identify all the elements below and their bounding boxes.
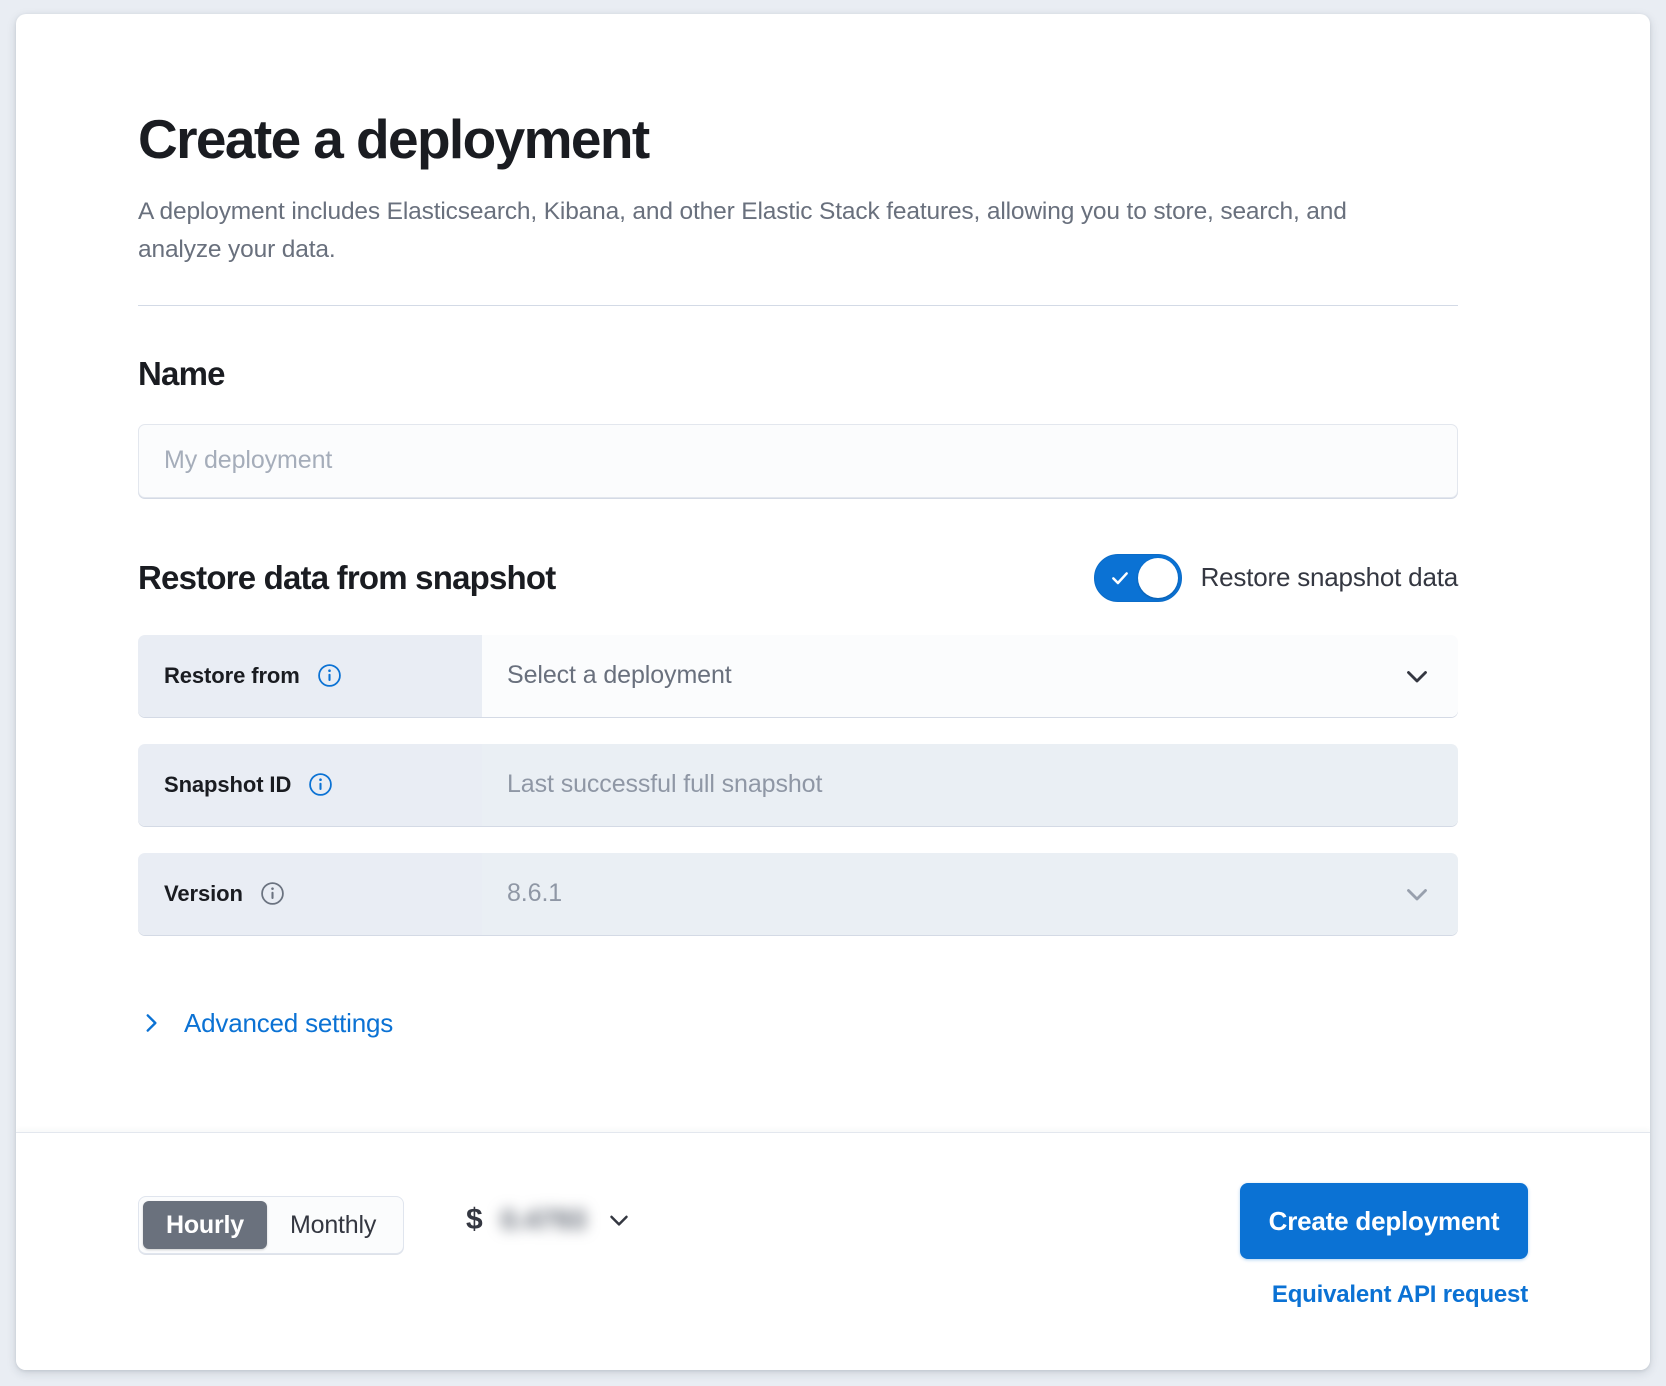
version-value: 8.6.1 [507,879,563,908]
chevron-down-icon[interactable] [604,1205,634,1235]
restore-from-row: Restore from Select a deployment [138,634,1458,717]
equivalent-api-request-link[interactable]: Equivalent API request [1271,1281,1528,1308]
snapshot-id-label-cell: Snapshot ID [138,743,482,826]
toggle-knob [1137,557,1178,598]
snapshot-id-label: Snapshot ID [164,771,292,797]
info-icon[interactable] [317,663,342,688]
page-subtitle: A deployment includes Elasticsearch, Kib… [138,198,1347,263]
restore-heading: Restore data from snapshot [138,558,556,596]
restore-toggle-group[interactable]: Restore snapshot data [1093,553,1459,602]
footer-bar: Hourly Monthly $ 0.4793 Create deploymen… [16,1132,1650,1370]
version-label: Version [164,880,243,906]
restore-snapshot-toggle[interactable] [1093,553,1182,602]
info-icon[interactable] [308,772,333,797]
restore-from-value: Select a deployment [507,661,732,690]
billing-option-monthly[interactable]: Monthly [289,1210,377,1239]
restore-from-label: Restore from [164,662,300,688]
page-title: Create a deployment [138,108,650,170]
restore-toggle-label: Restore snapshot data [1200,562,1459,593]
check-icon [1111,572,1128,585]
billing-option-hourly[interactable]: Hourly [143,1201,267,1249]
info-icon[interactable] [260,881,285,906]
snapshot-id-placeholder: Last successful full snapshot [507,770,823,799]
version-row: Version 8.6.1 [138,852,1458,935]
chevron-down-icon[interactable] [1400,659,1434,693]
restore-from-label-cell: Restore from [138,634,482,717]
price-display[interactable]: $ 0.4793 [466,1203,634,1237]
deployment-name-placeholder: My deployment [164,446,333,475]
version-label-cell: Version [138,852,482,935]
restore-from-select[interactable]: Select a deployment [482,634,1458,717]
restore-section: Restore data from snapshot Restore snaps… [138,553,1459,1042]
advanced-settings-toggle[interactable]: Advanced settings [138,1008,393,1039]
snapshot-id-row: Snapshot ID Last successful full snapsho… [138,743,1458,826]
price-currency-symbol: $ [466,1203,483,1236]
advanced-settings-label: Advanced settings [184,1007,394,1038]
form-body: Create a deployment A deployment include… [16,14,1650,1132]
chevron-right-icon [146,1014,157,1033]
price-amount-redacted: 0.4793 [500,1204,587,1235]
header-divider [138,304,1458,306]
billing-period-toggle[interactable]: Hourly Monthly [138,1196,405,1254]
snapshot-id-input: Last successful full snapshot [482,743,1458,826]
name-heading: Name [138,354,225,392]
create-deployment-card: Create a deployment A deployment include… [16,14,1650,1370]
version-select: 8.6.1 [482,852,1458,935]
create-deployment-button[interactable]: Create deployment [1240,1183,1528,1259]
deployment-name-input[interactable]: My deployment [138,423,1458,498]
name-section: Name My deployment [138,355,1458,498]
restore-header-row: Restore data from snapshot Restore snaps… [138,553,1459,602]
chevron-down-icon [1407,888,1427,901]
